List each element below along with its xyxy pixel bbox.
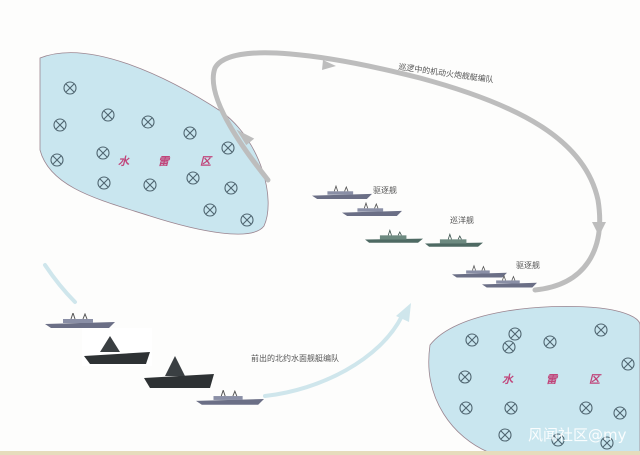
arrowhead-down: [592, 222, 606, 236]
minefield-label-char: 雷: [546, 373, 557, 386]
nato-approach-arrow: [43, 263, 77, 304]
destroyer-label: 驱逐舰: [516, 261, 540, 270]
cruiser-ship: [365, 229, 423, 244]
nato-ship: [196, 390, 264, 406]
cruiser-ship: [425, 233, 483, 248]
nato-battleship: [82, 328, 152, 366]
arrowhead-right: [322, 60, 336, 70]
minefield-left: [39, 52, 269, 235]
minefield-label-char: 雷: [158, 155, 169, 168]
nato-advance-arrow: [263, 314, 404, 398]
minefield-label-char: 区: [200, 155, 211, 168]
nato-battleship: [144, 356, 214, 388]
minefield-label-char: 水: [502, 373, 513, 386]
destroyer-label: 驱逐舰: [373, 186, 397, 195]
minefield-right: [428, 306, 640, 453]
destroyer-ship: [342, 202, 402, 217]
patrol-route-arrow: [210, 50, 603, 293]
destroyer-ship: [312, 185, 372, 200]
minefield-label-char: 区: [589, 373, 600, 386]
destroyer-ship: [452, 265, 507, 278]
arrowhead-up: [236, 129, 255, 146]
watermark: 风闻社区@my: [528, 426, 627, 444]
nato-ship: [45, 313, 115, 329]
minefield-label-char: 水: [118, 155, 129, 168]
bottom-strip: [0, 451, 640, 455]
arrowhead-nato: [396, 303, 411, 322]
nato-formation-label: 前出的北约水面舰艇编队: [251, 354, 339, 363]
cruiser-label: 巡洋舰: [450, 216, 474, 225]
